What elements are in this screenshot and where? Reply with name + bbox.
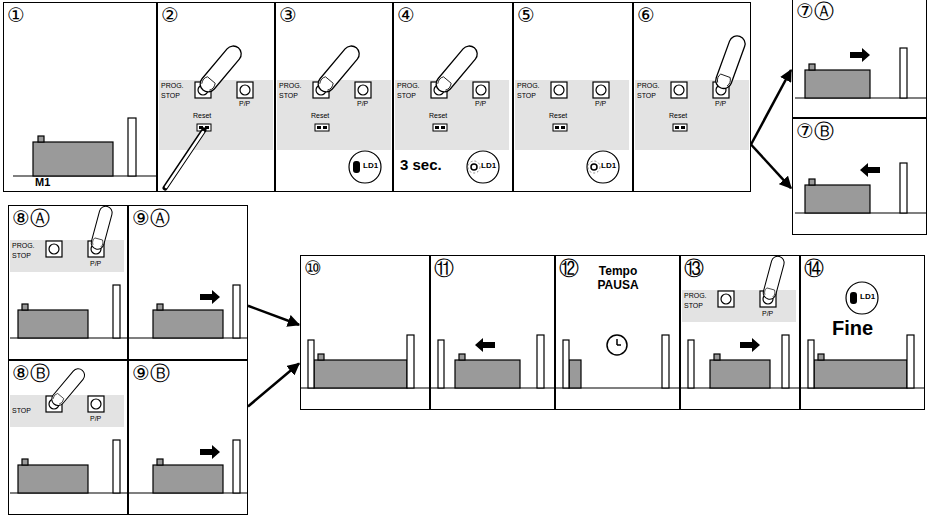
panel-label: Fine <box>832 318 873 338</box>
step-panel: ⑦Ⓐ <box>792 0 927 118</box>
led-indicator <box>349 151 878 314</box>
callout-number: ⑦Ⓑ <box>796 120 834 142</box>
callout-number: ① <box>7 4 25 26</box>
board-label: Reset <box>549 112 567 119</box>
step-panel: ⑩ <box>300 255 430 410</box>
board-label: PROG. <box>12 242 35 249</box>
board-label: P/P <box>239 100 250 107</box>
board-label: P/P <box>357 100 368 107</box>
board-label: P/P <box>90 415 101 422</box>
motion-arrow <box>200 48 880 459</box>
board-label: PROG. <box>637 82 660 89</box>
callout-number: ⑤ <box>517 4 535 26</box>
board-label: LD1 <box>363 162 378 170</box>
board-label: P/P <box>90 260 101 267</box>
callout-number: ④ <box>397 4 415 26</box>
board-label: LD1 <box>481 162 496 170</box>
step-panel: ⑧Ⓑ <box>8 360 128 515</box>
screwdriver <box>165 130 204 188</box>
callout-number: ⑬ <box>684 257 704 279</box>
step-panel: ⑧Ⓐ <box>8 205 128 360</box>
board-label: STOP <box>637 92 656 99</box>
step-panel: ① <box>3 2 157 192</box>
board-label: LD1 <box>601 162 616 170</box>
board-label: STOP <box>684 302 703 309</box>
callout-number: ⑫ <box>559 257 579 279</box>
callout-number: ⑨Ⓑ <box>132 362 170 384</box>
ground-line <box>10 98 927 493</box>
flow-arrow <box>751 70 791 145</box>
flow-arrow <box>248 364 299 407</box>
flow-arrow <box>751 145 791 189</box>
callout-number: ⑩ <box>304 257 322 279</box>
step-panel: ⑦Ⓑ <box>792 118 927 235</box>
board-label: STOP <box>397 92 416 99</box>
callout-number: ② <box>161 4 179 26</box>
board-label: PROG. <box>279 82 302 89</box>
board-label: Reset <box>669 112 687 119</box>
step-panel: ⑪ <box>430 255 555 410</box>
callout-number: ⑨Ⓐ <box>132 207 170 229</box>
board-label: STOP <box>12 407 31 414</box>
panel-label: Tempo PAUSA <box>592 265 644 293</box>
panel-label: M1 <box>35 177 50 188</box>
finger <box>49 34 785 409</box>
step-panel: ⑨Ⓑ <box>128 360 248 515</box>
board-label: Reset <box>311 112 329 119</box>
step-panel: ⑬ <box>680 255 800 410</box>
callout-number: ⑪ <box>434 257 454 279</box>
flow-arrow <box>248 306 299 325</box>
board-label: P/P <box>715 100 726 107</box>
board-label: PROG. <box>684 292 707 299</box>
board-label: P/P <box>762 310 773 317</box>
board-label: P/P <box>595 100 606 107</box>
board-label: LD1 <box>860 293 875 301</box>
gate-leaf <box>18 64 907 493</box>
callout-number: ⑥ <box>637 4 655 26</box>
callout-number: ⑭ <box>804 257 824 279</box>
board-label: PROG. <box>161 82 184 89</box>
panel-label: 3 sec. <box>400 157 442 172</box>
step-panel: ⑨Ⓐ <box>128 205 248 360</box>
board-label: STOP <box>161 92 180 99</box>
callout-number: ③ <box>279 4 297 26</box>
callout-number: ⑧Ⓐ <box>12 207 50 229</box>
board-label: PROG. <box>397 82 420 89</box>
board-label: Reset <box>429 112 447 119</box>
clock-symbol <box>607 335 627 355</box>
callout-number: ⑦Ⓐ <box>796 0 834 22</box>
board-label: PROG. <box>517 82 540 89</box>
board-label: Reset <box>193 112 211 119</box>
board-label: STOP <box>517 92 536 99</box>
board-label: STOP <box>12 252 31 259</box>
callout-number: ⑧Ⓑ <box>12 362 50 384</box>
board-label: STOP <box>279 92 298 99</box>
board-label: P/P <box>475 100 486 107</box>
